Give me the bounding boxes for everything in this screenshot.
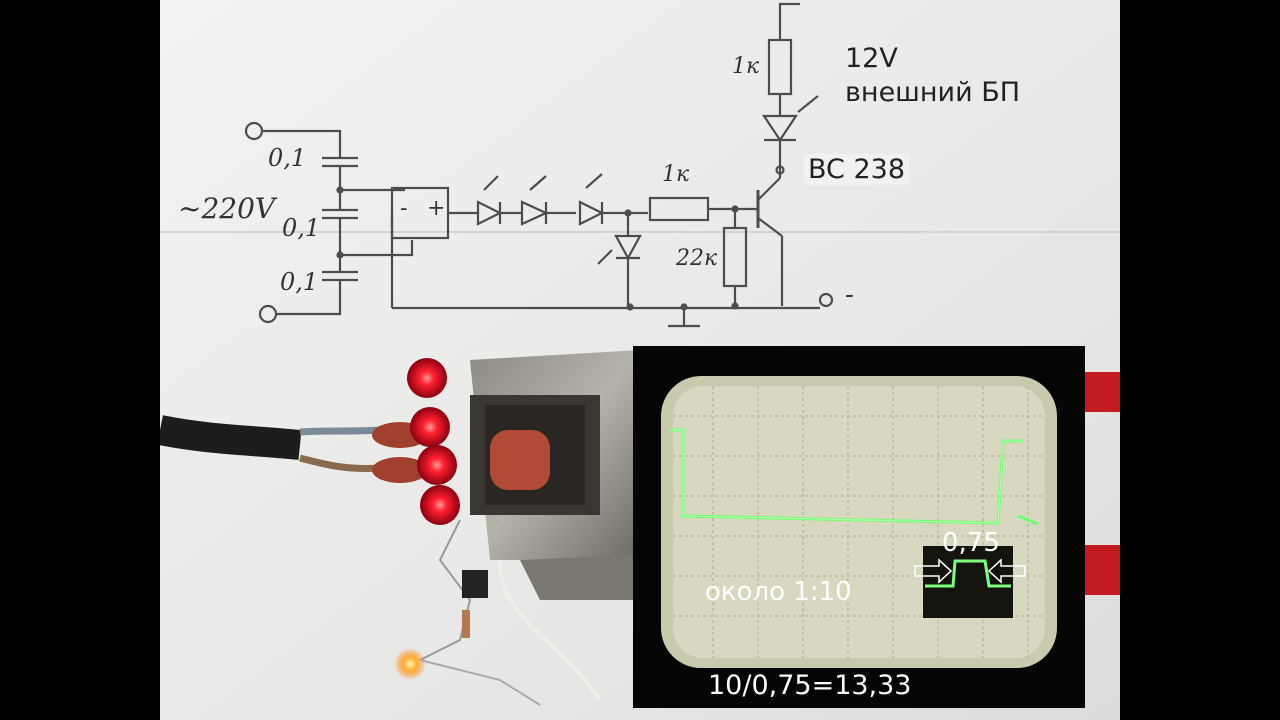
pulse-zoom-inset xyxy=(923,546,1013,618)
resistor-pulldown-label: 22к xyxy=(676,246,718,271)
arrow-right-icon xyxy=(987,558,1026,584)
resistor-series-label: 1к xyxy=(662,162,690,187)
psu-description: внешний БП xyxy=(845,77,1021,108)
capacitor-3-label: 0,1 xyxy=(280,268,319,296)
scope-trace-glow xyxy=(669,429,1023,524)
schematic-drawing xyxy=(244,2,834,328)
bridge-plus-label: + xyxy=(427,196,446,221)
capacitor-1-label: 0,1 xyxy=(268,144,307,172)
scope-graticule xyxy=(673,386,1045,658)
mains-voltage-label: ~220V xyxy=(178,192,276,225)
output-terminal-minus xyxy=(818,292,834,308)
transistor-label: BC 238 xyxy=(804,154,910,185)
duty-ratio-note: около 1:10 xyxy=(705,577,852,607)
calculation-label: 10/0,75=13,33 xyxy=(708,670,912,701)
arrow-left-icon xyxy=(914,558,953,584)
bridge-minus-label: - xyxy=(400,196,408,221)
psu-voltage: 12V xyxy=(845,43,898,74)
output-minus-label: - xyxy=(845,280,854,310)
hardware-photo xyxy=(160,350,1120,706)
pulse-width-label: 0,75 xyxy=(942,528,1000,558)
capacitor-2-label: 0,1 xyxy=(282,214,321,242)
oscilloscope-inset xyxy=(633,346,1085,708)
resistor-collector-label: 1к xyxy=(732,54,760,79)
psu-label: 12V внешний БП xyxy=(845,42,1020,110)
